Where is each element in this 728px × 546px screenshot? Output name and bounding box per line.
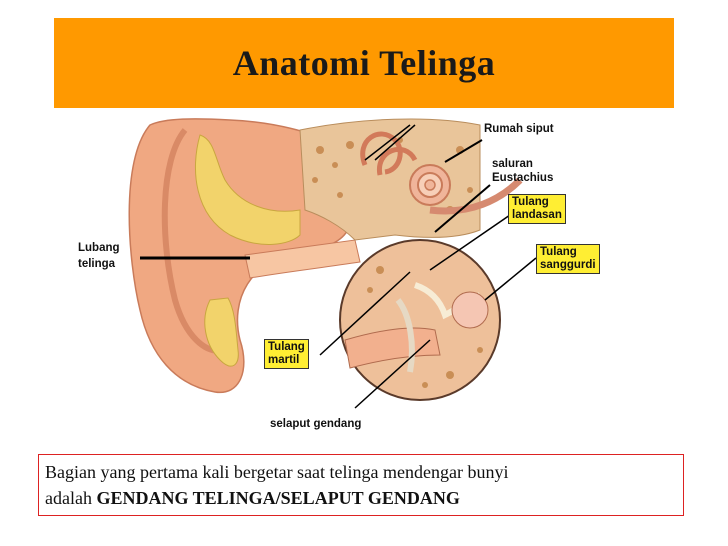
label-tulang-sanggurdi: Tulang sanggurdi <box>536 244 600 274</box>
cochlea <box>410 165 450 205</box>
label-eustachius: Eustachius <box>492 172 553 185</box>
label-saluran: saluran <box>492 158 533 171</box>
label-lubang: Lubang <box>78 242 120 255</box>
label-tulang-landasan-line2: landasan <box>512 209 562 221</box>
label-tulang-martil: Tulang martil <box>264 339 309 369</box>
caption-emphasis: GENDANG TELINGA/SELAPUT GENDANG <box>96 488 459 508</box>
label-telinga: telinga <box>78 258 115 271</box>
label-tulang-martil-line2: martil <box>268 354 299 366</box>
label-tulang-landasan-line1: Tulang <box>512 196 549 208</box>
label-tulang-sanggurdi-line2: sanggurdi <box>540 259 596 271</box>
caption-box: Bagian yang pertama kali bergetar saat t… <box>38 454 684 516</box>
caption-line1: Bagian yang pertama kali bergetar saat t… <box>45 462 509 482</box>
caption-prefix: adalah <box>45 488 96 508</box>
label-rumah-siput: Rumah siput <box>484 123 554 136</box>
label-tulang-sanggurdi-line1: Tulang <box>540 246 577 258</box>
label-tulang-landasan: Tulang landasan <box>508 194 566 224</box>
label-selaput-gendang: selaput gendang <box>270 418 361 431</box>
label-tulang-martil-line1: Tulang <box>268 341 305 353</box>
